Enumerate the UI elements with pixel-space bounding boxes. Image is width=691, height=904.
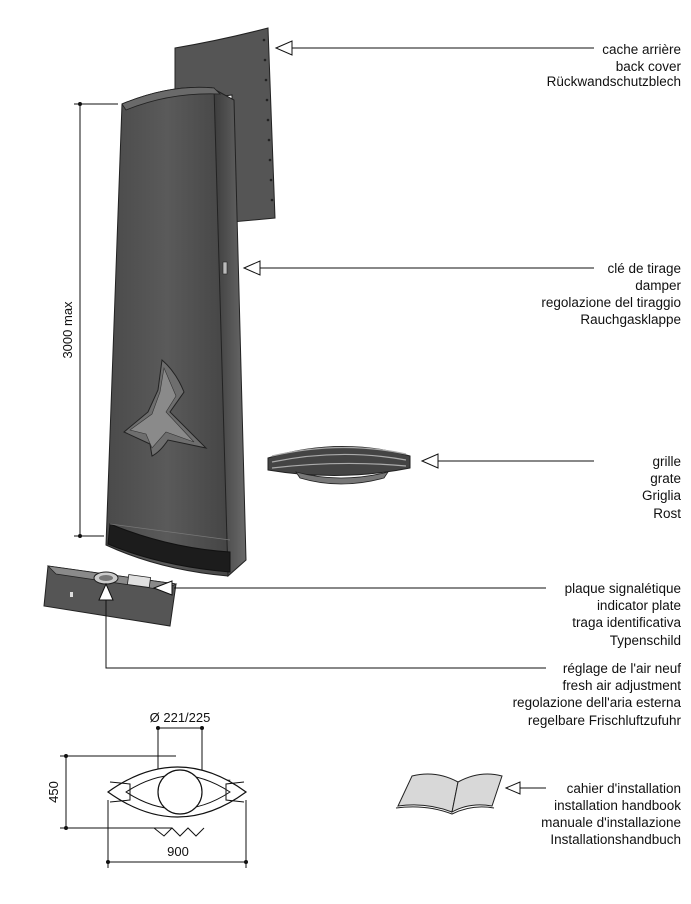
arrow-handbook — [504, 781, 521, 795]
callout-fresh-air-fr: réglage de l'air neuf — [563, 661, 681, 676]
flue-diameter-label: Ø 221/225 — [150, 710, 211, 725]
callout-grate-it: Griglia — [642, 488, 682, 503]
callout-back-cover-fr: cache arrière — [602, 42, 681, 57]
callout-handbook-fr: cahier d'installation — [567, 781, 681, 796]
callout-grate: grille grate Griglia Rost — [642, 454, 682, 521]
callout-fresh-air: réglage de l'air neuf fresh air adjustme… — [513, 661, 682, 728]
callout-indicator-plate-it: traga identificativa — [572, 615, 681, 630]
callout-grate-en: grate — [650, 471, 681, 486]
callout-grate-de: Rost — [653, 506, 681, 521]
callout-grate-fr: grille — [652, 454, 681, 469]
callout-damper-de: Rauchgasklappe — [580, 312, 681, 327]
callout-damper-en: damper — [635, 278, 681, 293]
callout-damper-it: regolazione del tiraggio — [541, 295, 681, 310]
plan-view: Ø 221/225 450 900 — [46, 710, 248, 868]
callout-damper-fr: clé de tirage — [607, 261, 681, 276]
height-dimension: 3000 max — [60, 102, 118, 538]
callout-fresh-air-de: regelbare Frischluftzufuhr — [528, 713, 682, 728]
callout-fresh-air-it: regolazione dell'aria esterna — [513, 695, 682, 710]
callout-handbook-en: installation handbook — [554, 798, 681, 813]
callout-damper: clé de tirage damper regolazione del tir… — [541, 261, 681, 327]
callout-handbook: cahier d'installation installation handb… — [541, 781, 681, 847]
leader-lines — [105, 47, 594, 789]
stove-body — [105, 86, 247, 578]
callout-back-cover: cache arrière back cover Rückwandschutzb… — [547, 42, 682, 89]
arrow-grate — [420, 453, 439, 469]
arrow-damper — [242, 260, 261, 276]
callout-indicator-plate-en: indicator plate — [597, 598, 681, 613]
callout-fresh-air-en: fresh air adjustment — [562, 678, 681, 693]
arrow-indicator-plate — [152, 580, 173, 596]
callout-back-cover-de: Rückwandschutzblech — [547, 74, 681, 89]
callout-back-cover-en: back cover — [616, 59, 682, 74]
width-dimension-label: 900 — [167, 844, 189, 859]
arrow-back-cover — [274, 40, 293, 56]
callout-indicator-plate-fr: plaque signalétique — [565, 581, 681, 596]
height-dimension-label: 3000 max — [60, 301, 75, 359]
grate — [267, 445, 411, 485]
arrow-fresh-air — [98, 582, 114, 601]
arrowheads — [98, 40, 521, 795]
depth-dimension-label: 450 — [46, 781, 61, 803]
callout-indicator-plate: plaque signalétique indicator plate trag… — [565, 581, 682, 648]
callout-indicator-plate-de: Typenschild — [610, 633, 681, 648]
callout-handbook-de: Installationshandbuch — [550, 832, 681, 847]
callout-handbook-it: manuale d'installazione — [541, 815, 681, 830]
